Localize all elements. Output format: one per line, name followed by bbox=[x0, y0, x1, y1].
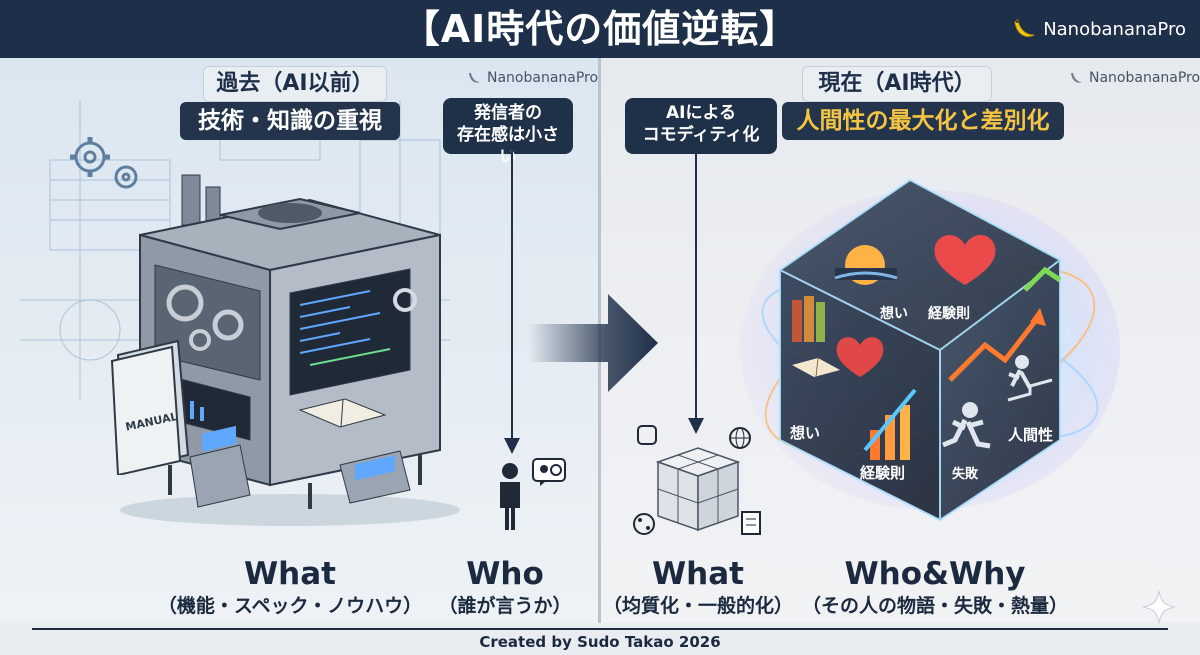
brand-mark-right: NanobananaPro bbox=[1068, 70, 1200, 86]
network-icon bbox=[633, 513, 655, 535]
arrow-up-icon bbox=[948, 266, 1062, 382]
brand-label: NanobananaPro bbox=[1043, 18, 1186, 40]
brand-label-left: NanobananaPro bbox=[487, 70, 599, 86]
heading-past: 技術・知識の重視 bbox=[180, 102, 400, 140]
whowhy-present-main: Who&Why bbox=[844, 556, 1026, 592]
runner-icon bbox=[1007, 355, 1053, 402]
label-keiken-top: 経験則 bbox=[928, 305, 970, 322]
heart-icon bbox=[836, 337, 884, 377]
who-past-sub: （誰が言うか） bbox=[438, 595, 572, 617]
down-arrow-left bbox=[504, 150, 520, 454]
label-what-past: What （機能・スペック・ノウハウ） bbox=[135, 556, 445, 618]
footer-divider bbox=[32, 628, 1168, 630]
id-badge-icon bbox=[532, 458, 566, 486]
commodity-cube bbox=[633, 425, 761, 535]
server-machine bbox=[120, 174, 460, 526]
manual-book: MANUAL bbox=[110, 339, 190, 475]
callout-past: 発信者の 存在感は小さい bbox=[443, 98, 573, 167]
label-who-past: Who （誰が言うか） bbox=[435, 556, 575, 618]
who-past-main: Who bbox=[466, 556, 544, 592]
down-arrow-right bbox=[688, 150, 704, 434]
label-ningensei: 人間性 bbox=[1008, 426, 1053, 444]
callout-present-line2: コモディティ化 bbox=[642, 125, 760, 145]
sparkle-icon bbox=[1142, 590, 1176, 624]
heading-present: 人間性の最大化と差別化 bbox=[782, 102, 1064, 140]
banana-icon bbox=[1014, 19, 1035, 37]
banana-icon bbox=[1071, 73, 1082, 83]
label-shippai: 失敗 bbox=[952, 466, 979, 482]
label-omoi-left: 想い bbox=[789, 424, 820, 442]
heart-icon bbox=[934, 234, 996, 285]
title-bar bbox=[0, 0, 1200, 58]
runner-icon bbox=[942, 402, 991, 449]
what-present-main: What bbox=[651, 556, 744, 592]
transition-arrow bbox=[528, 294, 658, 392]
books-icon bbox=[792, 296, 825, 342]
document-icon bbox=[741, 511, 761, 535]
sun-icon bbox=[834, 245, 898, 285]
what-past-sub: （機能・スペック・ノウハウ） bbox=[157, 595, 423, 617]
callout-past-line1: 発信者の bbox=[474, 103, 542, 123]
era-label-present: 現在（AI時代） bbox=[802, 66, 992, 102]
whowhy-present-sub: （その人の物語・失敗・熱量） bbox=[801, 595, 1068, 617]
gear-icon bbox=[70, 137, 138, 189]
era-label-past: 過去（AI以前） bbox=[203, 66, 387, 102]
label-what-present: What （均質化・一般的化） bbox=[598, 556, 798, 618]
brand-label-right: NanobananaPro bbox=[1089, 70, 1200, 86]
banana-icon bbox=[469, 73, 480, 83]
brand-mark-left: NanobananaPro bbox=[466, 70, 598, 86]
callout-present-line1: AIによる bbox=[666, 103, 736, 123]
footer-credit: Created by Sudo Takao 2026 bbox=[479, 633, 721, 651]
cycle-icon bbox=[637, 425, 657, 445]
person-icon bbox=[500, 463, 520, 530]
label-keiken-bottom: 経験則 bbox=[860, 464, 905, 482]
label-whowhy-present: Who&Why （その人の物語・失敗・熱量） bbox=[785, 556, 1085, 618]
callout-present: AIによる コモディティ化 bbox=[625, 98, 777, 154]
page-title: 【AI時代の価値逆転】 bbox=[401, 7, 799, 51]
chart-icon bbox=[863, 388, 917, 460]
humanity-cube: 想い 経験則 想い 経験則 人間性 失敗 bbox=[740, 178, 1120, 522]
what-past-main: What bbox=[243, 556, 336, 592]
what-present-sub: （均質化・一般的化） bbox=[602, 595, 793, 617]
brand-top: NanobananaPro bbox=[1011, 16, 1186, 42]
globe-icon bbox=[729, 427, 751, 449]
label-omoi-top: 想い bbox=[879, 305, 908, 322]
book-icon bbox=[792, 357, 840, 378]
